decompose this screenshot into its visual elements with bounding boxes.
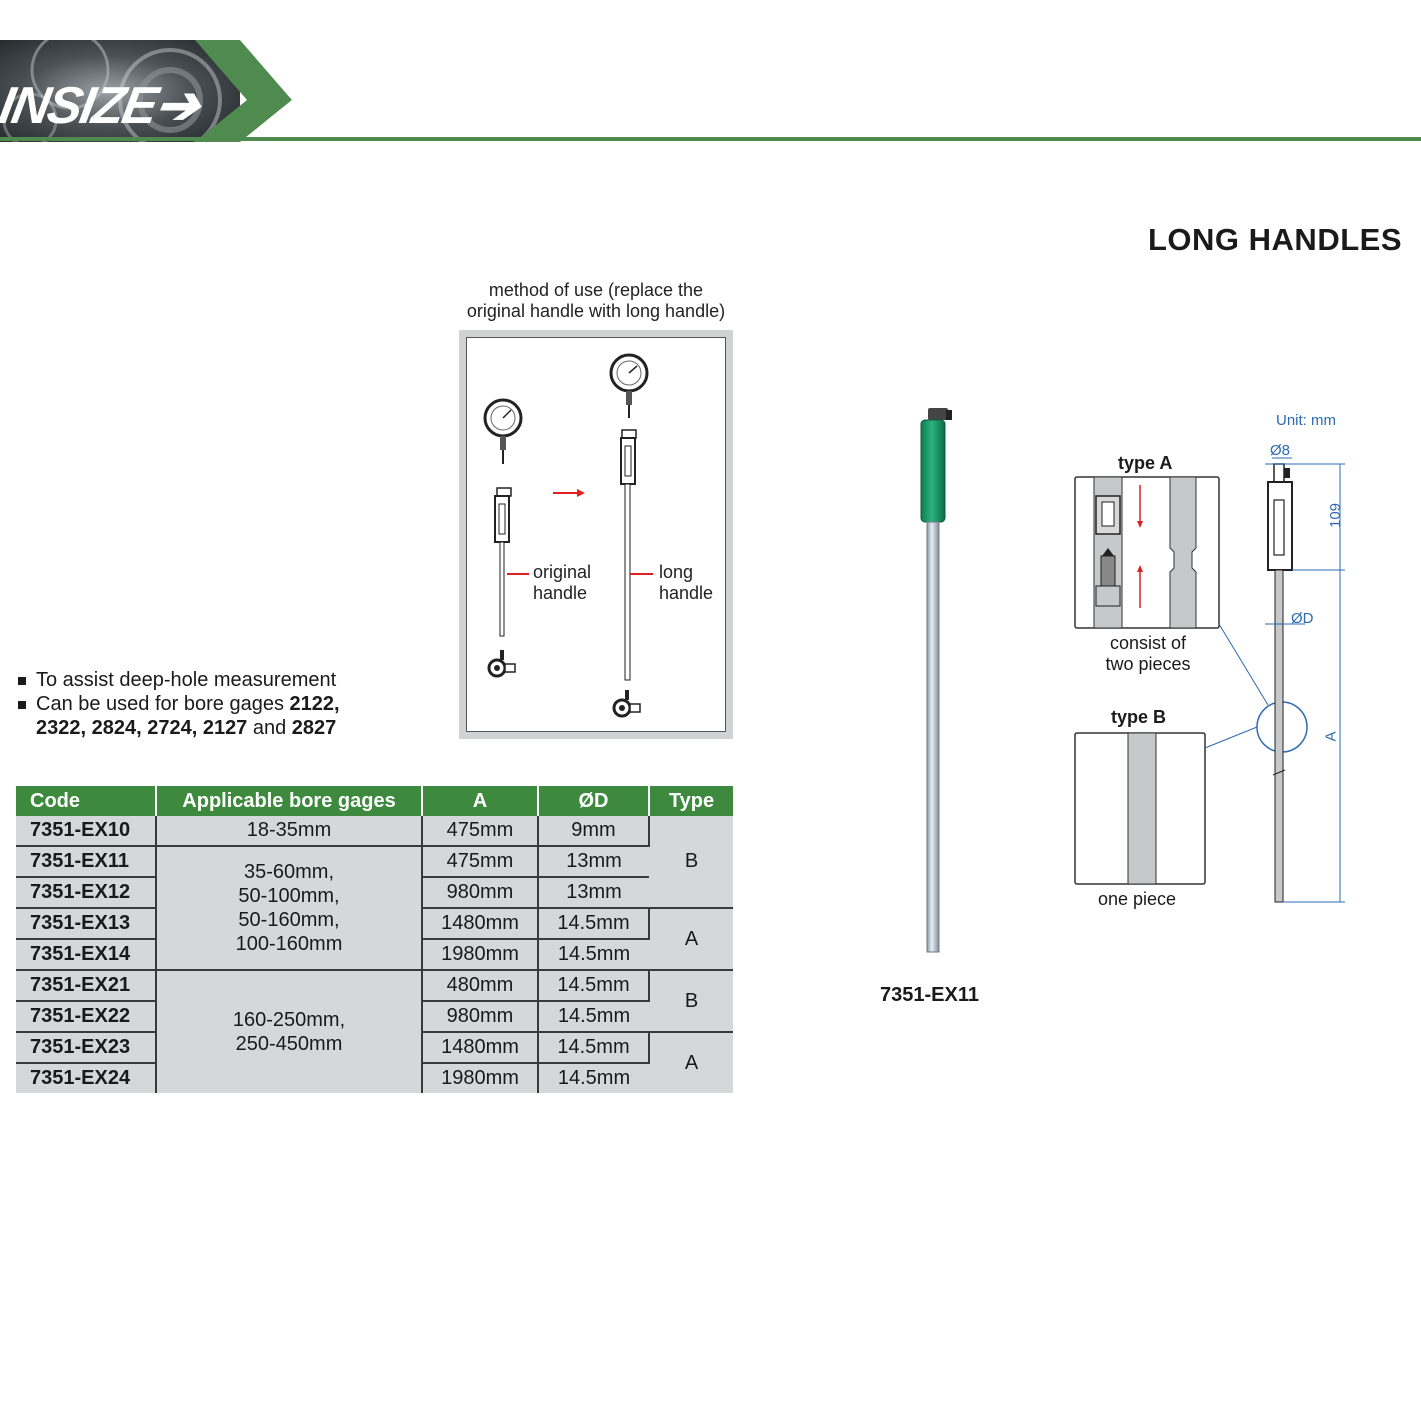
dial-indicator-icon: [483, 398, 523, 464]
gages-group-2: 35-60mm, 50-100mm, 50-160mm, 100-160mm: [156, 846, 423, 971]
spec-table: Code Applicable bore gages A ØD Type 735…: [16, 786, 733, 1093]
table-row: 7351-EX24 1980mm 14.5mm: [16, 1063, 733, 1093]
table-row: 7351-EX11 35-60mm, 50-100mm, 50-160mm, 1…: [16, 846, 733, 971]
original-handle-label: original handle: [533, 562, 592, 603]
type-a-title: type A: [1118, 453, 1173, 473]
method-illustration: [466, 337, 726, 732]
long-handle-icon: [612, 429, 641, 718]
table-row: 7351-EX12 980mm 13mm: [16, 877, 733, 909]
unit-label: Unit: mm: [1276, 412, 1336, 429]
original-handle-icon: [487, 487, 516, 678]
table-header-row: Code Applicable bore gages A ØD Type: [16, 786, 733, 816]
brand-logo: INSIZE➔: [0, 77, 203, 135]
dia-d-label: ØD: [1291, 610, 1314, 627]
feature-item: To assist deep-hole measurement: [14, 668, 340, 692]
arrow-right-icon: [553, 489, 585, 497]
table-row: 7351-EX14 1980mm 14.5mm: [16, 939, 733, 971]
type-b-caption: one piece: [1098, 889, 1177, 909]
header-rule: [0, 137, 1421, 141]
table-row: 7351-EX13 1480mm 14.5mm A: [16, 908, 733, 971]
long-handle-label: long handle: [659, 562, 714, 603]
dim-109-label: 109: [1327, 502, 1345, 529]
page-title: LONG HANDLES: [1148, 222, 1402, 257]
bore-gage-illustration: [483, 353, 653, 718]
product-caption: 7351-EX11: [880, 984, 979, 1006]
dia-top-label: Ø8: [1270, 442, 1291, 459]
bullet-square-icon: [18, 677, 26, 685]
table-row: 7351-EX22 980mm 14.5mm: [16, 1001, 733, 1033]
feature-list: To assist deep-hole measurement Can be u…: [14, 668, 340, 740]
dimension-drawing: [1074, 457, 1345, 903]
header-gages: Applicable bore gages: [156, 786, 423, 816]
header-a: A: [422, 786, 539, 816]
header-banner: [0, 40, 300, 142]
header-code: Code: [16, 786, 157, 816]
dim-a-label: A: [1322, 731, 1340, 742]
header-type: Type: [649, 786, 733, 816]
table-row: 7351-EX21 160-250mm, 250-450mm 480mm 14.…: [16, 970, 733, 1093]
type-b-title: type B: [1111, 707, 1167, 727]
header-d: ØD: [538, 786, 650, 816]
type-a-caption: consist of two pieces: [1105, 633, 1191, 674]
feature-item: Can be used for bore gages 2122, 2322, 2…: [14, 692, 340, 740]
bullet-square-icon: [18, 701, 26, 709]
dial-indicator-icon: [609, 353, 649, 418]
product-handle-image: [920, 408, 952, 953]
method-caption: method of use (replace the original hand…: [466, 280, 726, 321]
table-row: 7351-EX10 18-35mm 475mm 9mm B: [16, 816, 733, 909]
gages-group-3: 160-250mm, 250-450mm: [156, 970, 423, 1093]
table-row: 7351-EX23 1480mm 14.5mm A: [16, 1032, 733, 1093]
